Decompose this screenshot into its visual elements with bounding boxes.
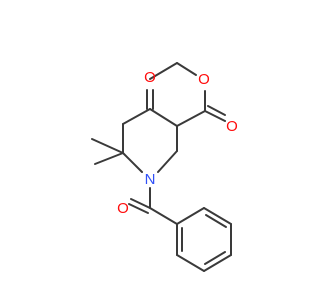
- bond-ph-inner-a: [205, 214, 227, 228]
- bond-ph-inner-b: [204, 251, 226, 265]
- bond-c2-n1: [157, 150, 178, 173]
- structure-diagram: O O O N O: [91, 62, 238, 272]
- ketone-oxygen-label: O: [144, 69, 156, 86]
- ring-nitrogen-label: N: [145, 171, 156, 188]
- bond-ph-5-6: [176, 254, 205, 272]
- bond-ester-c-carbonyl-o-a: [204, 110, 226, 122]
- bond-ester-c-carbonyl-o-b: [207, 105, 226, 116]
- bond-ether-o-ch2: [176, 62, 197, 76]
- amide-oxygen-label: O: [117, 200, 129, 217]
- bond-ph-4-5: [203, 254, 232, 272]
- bond-ch2-ch3: [149, 62, 178, 80]
- bond-amide-c-phenyl: [149, 207, 178, 225]
- bond-n1-c6: [122, 152, 143, 173]
- ester-ether-oxygen-label: O: [198, 71, 210, 88]
- bonds: [91, 62, 232, 272]
- bond-c6-methyl-b: [94, 152, 124, 165]
- molecule-canvas: O O O N O: [91, 62, 238, 272]
- bond-c5-c4: [122, 108, 151, 125]
- bond-ph-1-2: [176, 207, 205, 225]
- ester-carbonyl-oxygen-label: O: [226, 118, 238, 135]
- bond-amide-c-o-a: [130, 198, 151, 209]
- bond-c6-methyl-a: [91, 138, 124, 154]
- bond-ph-2-3: [203, 207, 232, 225]
- bond-c3-ester-c: [176, 110, 206, 127]
- bond-amide-c-o-b: [128, 203, 149, 214]
- bond-c4-c3: [149, 108, 178, 127]
